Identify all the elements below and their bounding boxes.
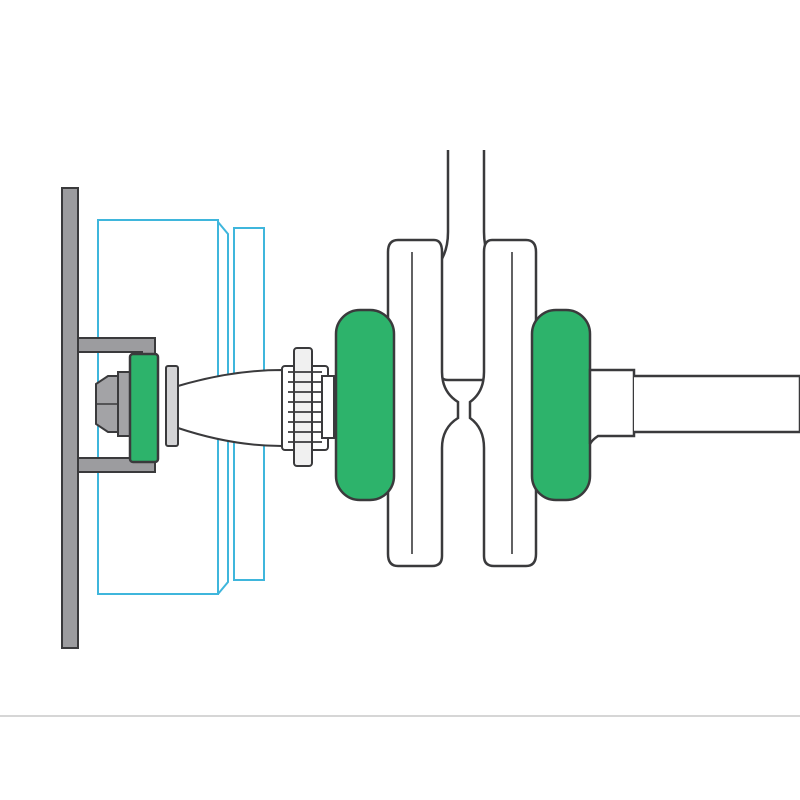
nut-collar [117, 371, 131, 437]
fork-right-half [468, 238, 538, 568]
spline-teeth [288, 371, 322, 443]
bracket-plate [61, 187, 79, 649]
drive-shaft [588, 368, 800, 445]
spacer-washer [165, 365, 179, 447]
fork-left-half [386, 238, 460, 568]
fork-wheel [386, 238, 538, 568]
left-race [334, 308, 396, 502]
tone-ring [281, 347, 335, 467]
inner-bearing [128, 352, 160, 464]
right-race [530, 308, 592, 502]
axle-nut [95, 371, 131, 437]
axle-spindle [177, 368, 283, 448]
